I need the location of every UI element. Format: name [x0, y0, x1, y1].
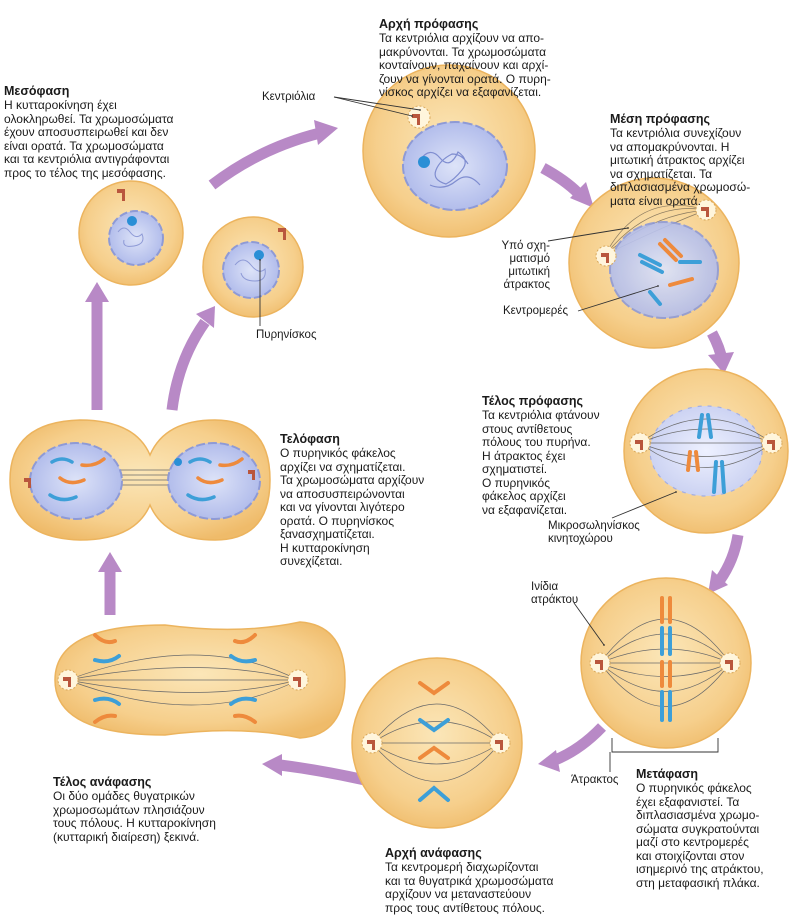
cell-interphase [79, 181, 183, 285]
late-anaphase-body: Οι δύο ομάδες θυγατρικών χρωμοσωμάτων πλ… [53, 789, 216, 844]
mid-prophase-title: Μέση πρόφασης [610, 113, 750, 127]
early-anaphase-title: Αρχή ανάφασης [385, 847, 553, 861]
arrow-late-prophase-to-metaphase [720, 535, 738, 580]
metaphase-title: Μετάφαση [636, 768, 764, 782]
late-prophase-title: Τέλος πρόφασης [482, 395, 600, 409]
cell-late-prophase [624, 369, 788, 533]
early-prophase-body: Τα κεντριόλια αρχίζουν να απο- μακρύνοντ… [379, 31, 551, 99]
arrow-metaphase-to-early-anaphase [555, 727, 602, 760]
cell-interphase-2 [203, 217, 303, 317]
label-spindle: Άτρακτος [571, 774, 618, 787]
telophase-body: Ο πυρηνικός φάκελος αρχίζει να σχηματίζε… [280, 446, 424, 568]
cell-metaphase [581, 578, 751, 748]
label-nucleolus: Πυρηνίσκος [256, 329, 316, 342]
label-spindle-fibers: Ινίδια ατράκτου [531, 581, 578, 607]
interphase-body: Η κυτταροκίνηση έχει ολοκληρωθεί. Τα χρω… [4, 98, 173, 180]
label-kinetochore: Μικροσωληνίσκος κινητοχώρου [548, 520, 640, 546]
arrow-telophase-to-interphase-2 [172, 322, 205, 410]
cell-early-anaphase [352, 658, 522, 828]
mid-prophase-body: Τα κεντριόλια συνεχίζουν να απομακρύνοντ… [610, 126, 750, 208]
arrow-interphase-to-early-prophase [212, 133, 320, 185]
telophase-title: Τελόφαση [280, 433, 424, 447]
cell-telophase [10, 420, 270, 540]
label-centrioles: Κεντριόλια [262, 91, 315, 104]
cell-late-anaphase [55, 622, 345, 738]
arrow-early-to-late-anaphase [280, 765, 365, 780]
interphase-title: Μεσόφαση [4, 85, 173, 99]
label-centromeres: Κεντρομερές [503, 305, 568, 318]
early-anaphase-body: Τα κεντρομερή διαχωρίζονται και τα θυγατ… [385, 860, 553, 915]
early-prophase-title: Αρχή πρόφασης [379, 18, 551, 32]
late-prophase-body: Τα κεντριόλια φτάνουν στους αντίθετους π… [482, 408, 600, 517]
metaphase-body: Ο πυρηνικός φάκελος έχει εξαφανιστεί. Τα… [636, 781, 764, 890]
arrow-early-to-mid-prophase [543, 168, 578, 193]
label-spindle-forming: Υπό σχη- ματισμό μιτωτική άτρακτος [490, 240, 550, 292]
late-anaphase-title: Τέλος ανάφασης [53, 776, 216, 790]
